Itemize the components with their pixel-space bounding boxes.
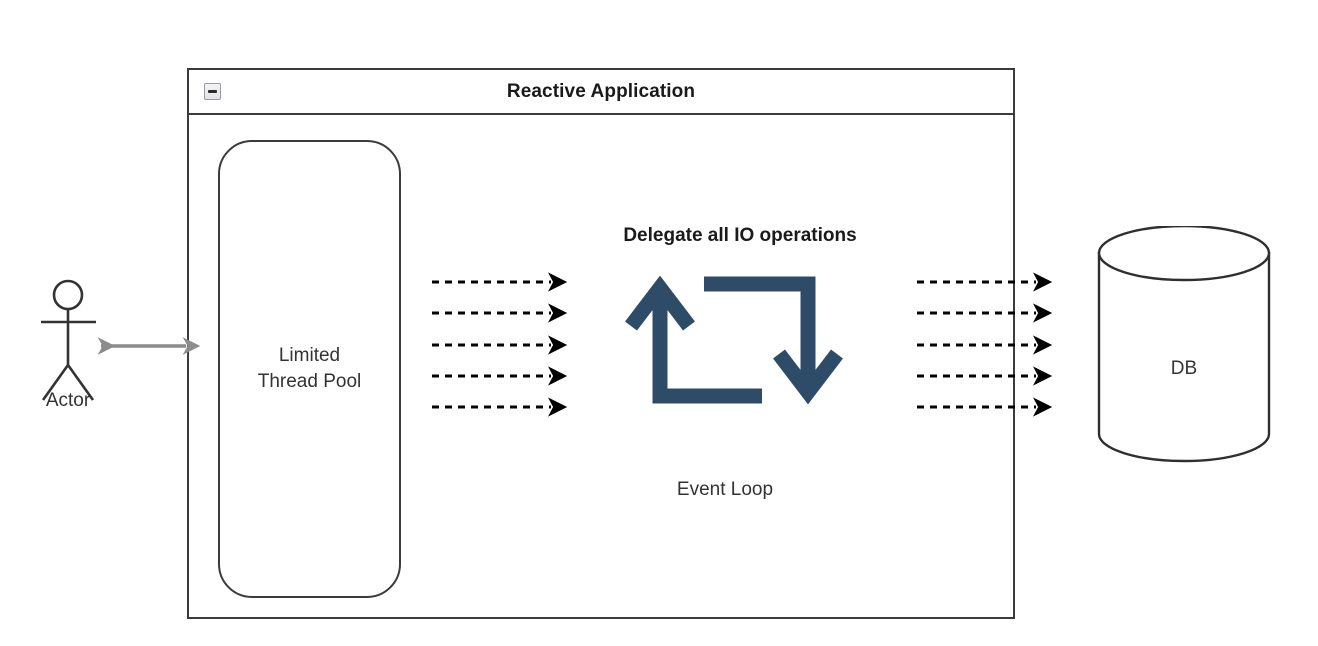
cylinder-icon [1097,224,1271,463]
thread-pool-label: Limited Thread Pool [257,344,362,392]
event-loop-icon [612,268,852,412]
limited-thread-pool-node[interactable]: Limited Thread Pool [218,140,401,598]
database-node[interactable]: DB [1097,224,1275,466]
delegate-io-heading: Delegate all IO operations [623,225,857,246]
container-titlebar: Reactive Application [189,70,1013,115]
actor-label: Actor [45,390,91,411]
event-loop-caption: Event Loop [676,479,774,500]
actor-stick-figure-icon [41,279,96,401]
container-title: Reactive Application [506,80,696,102]
actor-node[interactable]: Actor [18,272,128,447]
database-label: DB [1170,358,1198,379]
minus-bar [208,90,217,93]
collapse-minus-icon[interactable] [204,83,221,100]
